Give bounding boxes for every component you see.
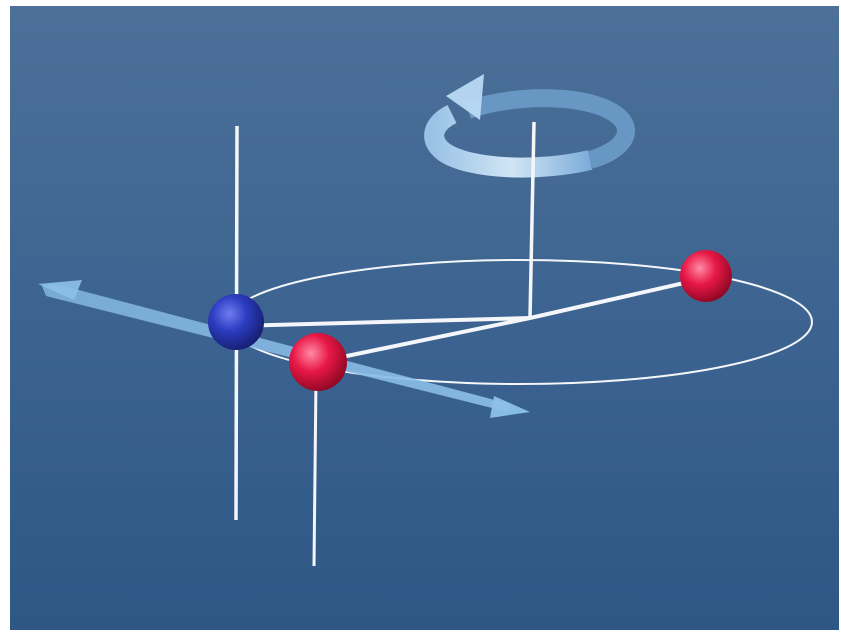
red-atom-front bbox=[289, 333, 347, 391]
velocity-vector bbox=[38, 280, 530, 418]
blue-atom bbox=[208, 294, 264, 350]
bond-blue-center bbox=[235, 316, 531, 328]
rotation-arrow-icon bbox=[424, 74, 635, 178]
bond-center-red-back bbox=[529, 276, 707, 320]
red-atom-back bbox=[680, 250, 732, 302]
rotation-axis bbox=[528, 121, 536, 319]
bond-center-red-front bbox=[317, 316, 531, 364]
red-atom-vertical-line bbox=[312, 377, 318, 567]
